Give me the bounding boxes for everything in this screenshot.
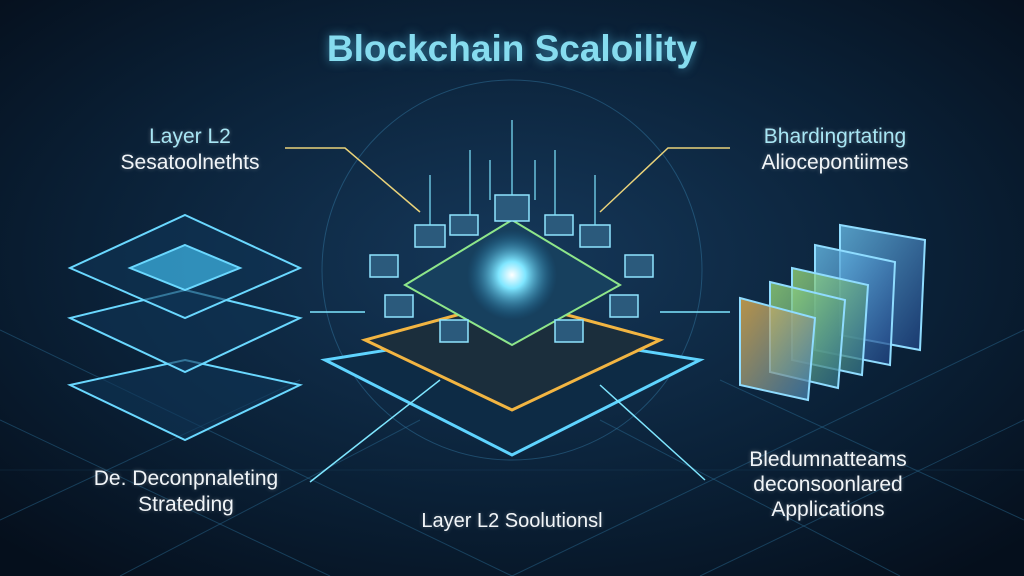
connector-lines	[285, 147, 730, 483]
label-top-left: Layer L2 Sesatoolnethts	[121, 124, 260, 176]
label-top-right-line1: Bhardingrtating	[763, 125, 907, 148]
label-top-right: Bhardingrtating Aliocepontiimes	[761, 124, 908, 176]
label-top-left-line1: Layer L2	[149, 125, 231, 148]
label-bottom-left: De. Deconpnaleting Strateding	[94, 466, 278, 518]
label-bottom-center: Layer L2 Soolutionsl	[421, 510, 603, 532]
label-bottom-right: Bledumnatteams deconsoonlared Applicatio…	[749, 447, 907, 522]
label-bottom-right-line2: deconsoonlared	[753, 473, 903, 496]
central-platform	[320, 120, 705, 457]
label-bottom-right-line1: Bledumnatteams	[749, 448, 907, 471]
label-top-left-line2: Sesatoolnethts	[120, 151, 260, 174]
page-title: Blockchain Scaloility	[326, 28, 698, 69]
label-bottom-left-line1: De. Deconpnaleting	[93, 467, 279, 490]
label-bottom-left-line2: Strateding	[138, 493, 234, 516]
label-bottom-right-line3: Applications	[771, 498, 885, 521]
left-layer-stack	[66, 213, 304, 442]
right-panels	[739, 223, 927, 402]
label-top-right-line2: Aliocepontiimes	[761, 151, 909, 174]
grid-floor	[0, 329, 1024, 576]
